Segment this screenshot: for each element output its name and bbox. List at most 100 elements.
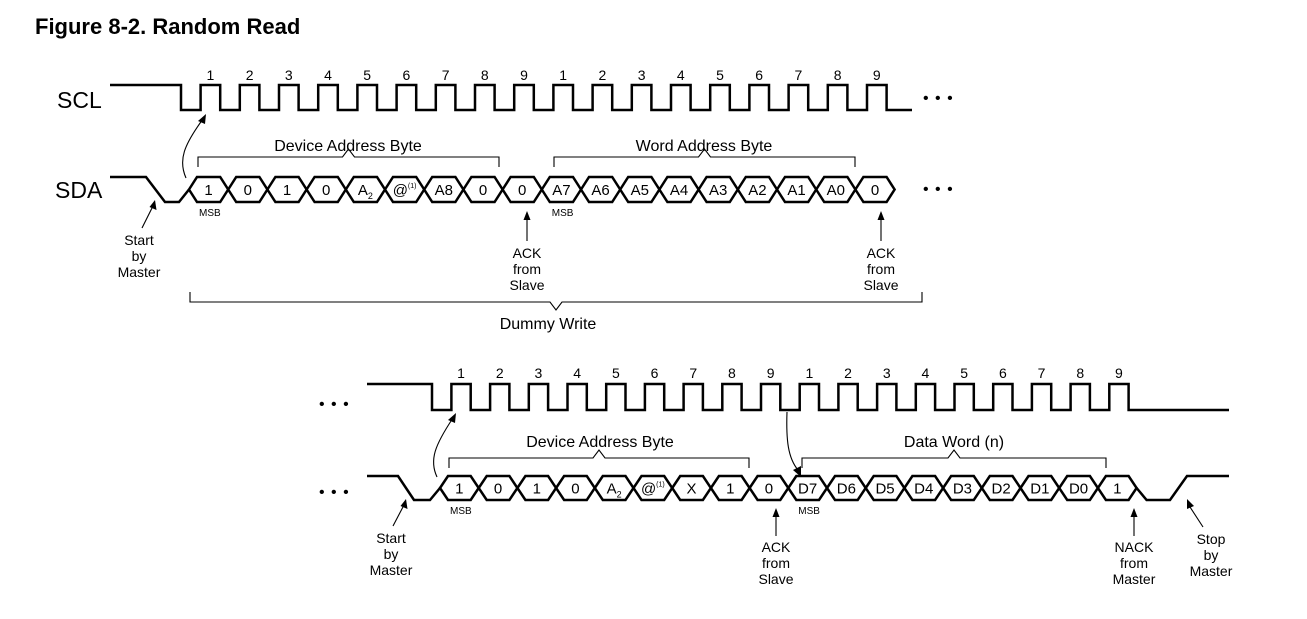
start-by-master-label-line: by: [132, 248, 147, 264]
data-word-label: Data Word (n): [904, 434, 1004, 451]
bit-label: D7: [798, 481, 817, 498]
clock-number: 7: [689, 365, 697, 381]
start-by-master-label-line: Master: [370, 562, 413, 578]
start-curve-arrow: [182, 114, 206, 179]
start-curve-arrow: [433, 413, 456, 478]
scl-signal-label: SCL: [57, 87, 102, 113]
clock-number: 5: [960, 365, 968, 381]
bit-label: A2: [748, 182, 766, 199]
scl-waveform: [110, 83, 912, 112]
device-address-label: Device Address Byte: [526, 434, 674, 451]
clock-number: 6: [999, 365, 1007, 381]
ack-from-slave-label-line: ACK: [513, 245, 542, 261]
ellipsis-scl: • • •: [923, 90, 954, 107]
bit-label: 1: [283, 182, 291, 199]
clock-number: 3: [638, 67, 646, 83]
device-address-label: Device Address Byte: [274, 138, 422, 155]
bit-label: 0: [518, 182, 526, 199]
bit-label: A6: [591, 182, 609, 199]
clock-number: 1: [559, 67, 567, 83]
ack-from-slave-label-line: Slave: [509, 277, 544, 293]
bit-label: 1: [204, 182, 212, 199]
bit-label: D5: [875, 481, 894, 498]
nack-from-master-label-line: Master: [1113, 571, 1156, 587]
msb-label: MSB: [798, 506, 820, 517]
start-by-master-label-line: Start: [124, 232, 154, 248]
clock-number: 9: [873, 67, 881, 83]
ellipsis-sda: • • •: [923, 181, 954, 198]
bit-label: 1: [726, 481, 734, 498]
scl-waveform: [367, 382, 1229, 412]
clock-number: 7: [795, 67, 803, 83]
bit-label: A2: [607, 481, 622, 500]
nack-from-master-label-line: from: [1120, 555, 1148, 571]
bit-cell: [853, 175, 897, 204]
bit-label: 0: [479, 182, 487, 199]
clock-number: 1: [457, 365, 465, 381]
sda-waveform: [367, 474, 1229, 502]
clock-number: 9: [1115, 365, 1123, 381]
bit-label: D0: [1069, 481, 1088, 498]
ack-from-slave-label-line: Slave: [863, 277, 898, 293]
start-condition-line: [367, 474, 441, 502]
bit-label: A7: [552, 182, 570, 199]
msb-label: MSB: [450, 506, 472, 517]
clock-number: 8: [1076, 365, 1084, 381]
bit-label: 1: [455, 481, 463, 498]
clock-number: 4: [573, 365, 581, 381]
nack-from-master-label-line: NACK: [1115, 539, 1155, 555]
clock-number: 6: [755, 67, 763, 83]
clock-number: 6: [403, 67, 411, 83]
clock-number: 7: [442, 67, 450, 83]
nack-arrow: [1130, 508, 1138, 536]
bit-label: 0: [244, 182, 252, 199]
bit-label: A1: [787, 182, 805, 199]
clock-number: 9: [520, 67, 528, 83]
stop-by-master-label-line: by: [1204, 547, 1219, 563]
ack-arrow-1: [523, 211, 531, 241]
clock-number: 8: [481, 67, 489, 83]
bit-label: A8: [435, 182, 453, 199]
clock-number: 8: [834, 67, 842, 83]
ellipsis-sda: • • •: [319, 484, 350, 501]
clock-number: 5: [363, 67, 371, 83]
clock-number: 7: [1038, 365, 1046, 381]
dummy-write-brace: [189, 292, 923, 311]
bit-label: 0: [571, 481, 579, 498]
bit-label: 1: [533, 481, 541, 498]
bit-label: A0: [827, 182, 845, 199]
start-arrow: [392, 499, 408, 527]
bit-label: 1: [1113, 481, 1121, 498]
clock-number: 4: [324, 67, 332, 83]
bit-label: D4: [914, 481, 933, 498]
dummy-write-label: Dummy Write: [500, 316, 597, 333]
bit-label: 0: [765, 481, 773, 498]
bit-label: D6: [837, 481, 856, 498]
bit-label: 0: [871, 182, 879, 199]
bit-label: 0: [322, 182, 330, 199]
ack-from-slave-label-line: Slave: [758, 571, 793, 587]
bit-label: D1: [1030, 481, 1049, 498]
msb-label: MSB: [199, 208, 221, 219]
ack-from-slave-label-line: from: [513, 261, 541, 277]
clock-number: 2: [496, 365, 504, 381]
start-by-master-label-line: Master: [118, 264, 161, 280]
stop-condition-line: [1135, 474, 1229, 502]
bit-label: A5: [631, 182, 649, 199]
bit-label: @(1): [641, 481, 665, 498]
data-out-curve-arrow: [786, 411, 801, 477]
start-by-master-label-line: Start: [376, 530, 406, 546]
